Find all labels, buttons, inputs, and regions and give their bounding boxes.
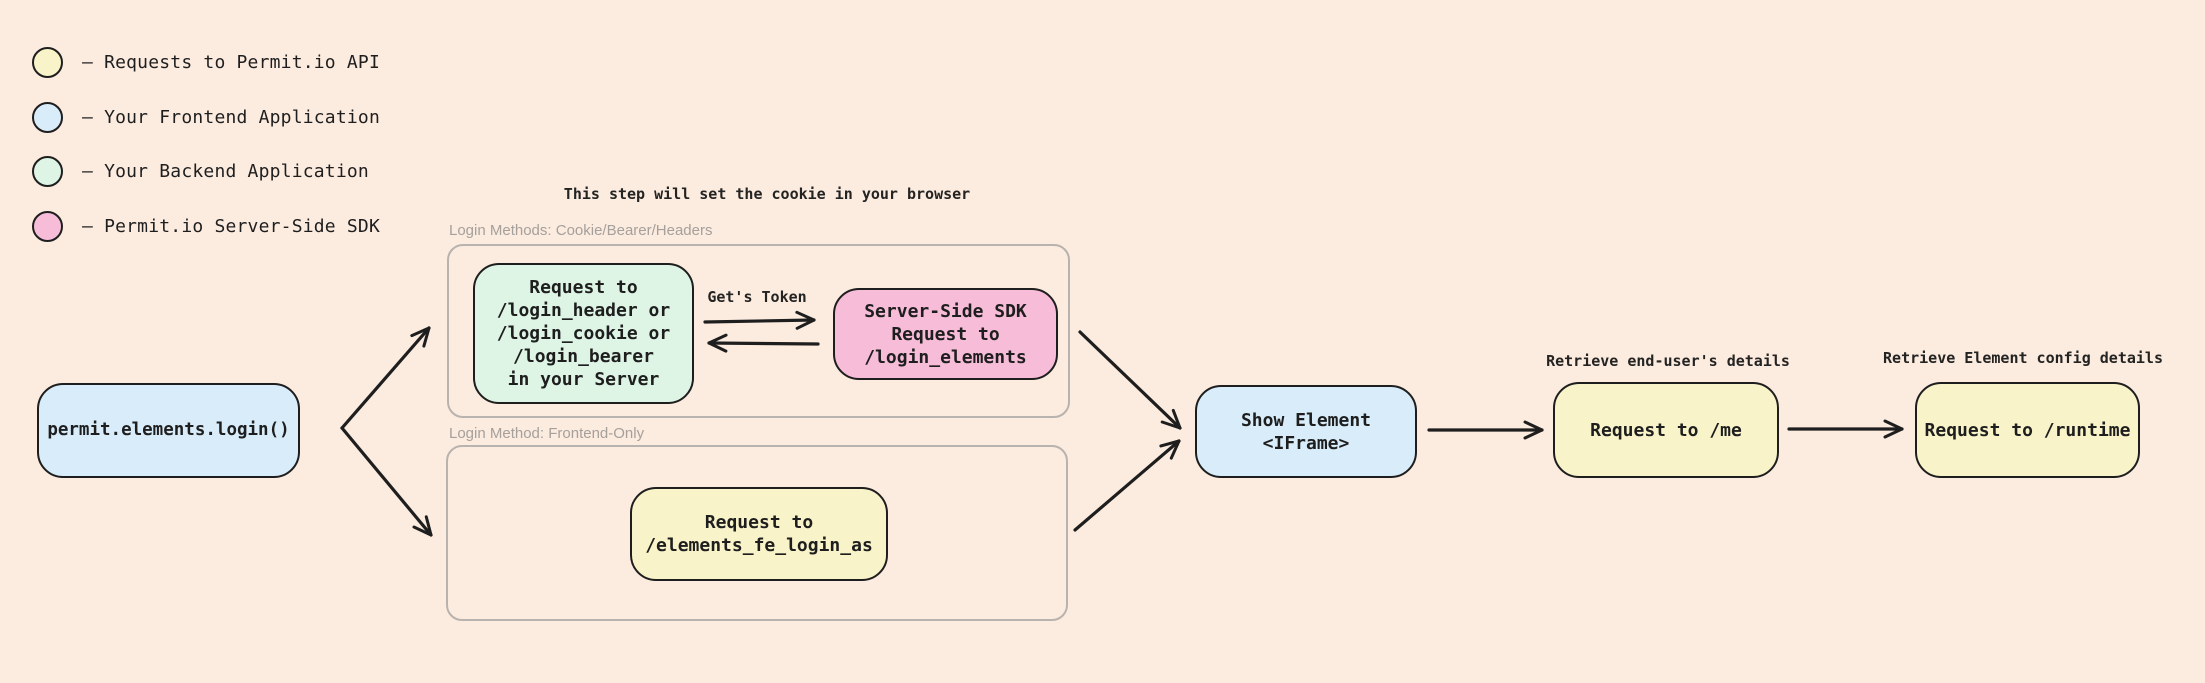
frontend-request-node: Request to /elements_fe_login_as — [630, 487, 888, 581]
legend-item-sdk: – Permit.io Server-Side SDK — [32, 211, 380, 242]
arrow-login-to-frontend-method — [340, 426, 433, 537]
legend-item-frontend: – Your Frontend Application — [32, 102, 380, 133]
permit-elements-login-node: permit.elements.login() — [37, 383, 300, 478]
runtime-note-caption: Retrieve Element config details — [1883, 349, 2163, 367]
legend-swatch-api-yellow — [32, 47, 63, 78]
show-element-node: Show Element <IFrame> — [1195, 385, 1417, 478]
arrow-login-to-server-method — [340, 326, 431, 430]
sdk-request-node: Server-Side SDK Request to /login_elemen… — [833, 288, 1058, 380]
legend-label-backend: – Your Backend Application — [82, 161, 369, 182]
me-request-node: Request to /me — [1553, 382, 1779, 478]
cookie-note-caption: This step will set the cookie in your br… — [563, 185, 971, 203]
legend-label-api: – Requests to Permit.io API — [82, 52, 380, 73]
legend-swatch-frontend-blue — [32, 102, 63, 133]
legend-item-api: – Requests to Permit.io API — [32, 47, 380, 78]
frontend-only-container-label: Login Method: Frontend-Only — [449, 425, 645, 442]
methods-container — [447, 244, 1070, 418]
backend-request-node: Request to /login_header or /login_cooki… — [473, 263, 694, 404]
arrow-methods-to-show-element — [1078, 330, 1182, 430]
arrow-frontend-only-to-show-element — [1073, 439, 1181, 532]
me-note-caption: Retrieve end-user's details — [1546, 352, 1790, 370]
legend-swatch-backend-green — [32, 156, 63, 187]
legend-label-frontend: – Your Frontend Application — [82, 107, 380, 128]
gets-token-label: Get's Token — [707, 288, 807, 306]
methods-container-label: Login Methods: Cookie/Bearer/Headers — [449, 222, 713, 239]
legend-item-backend: – Your Backend Application — [32, 156, 369, 187]
legend-swatch-sdk-pink — [32, 211, 63, 242]
legend-label-sdk: – Permit.io Server-Side SDK — [82, 216, 380, 237]
frontend-only-container — [446, 445, 1068, 621]
runtime-request-node: Request to /runtime — [1915, 382, 2140, 478]
